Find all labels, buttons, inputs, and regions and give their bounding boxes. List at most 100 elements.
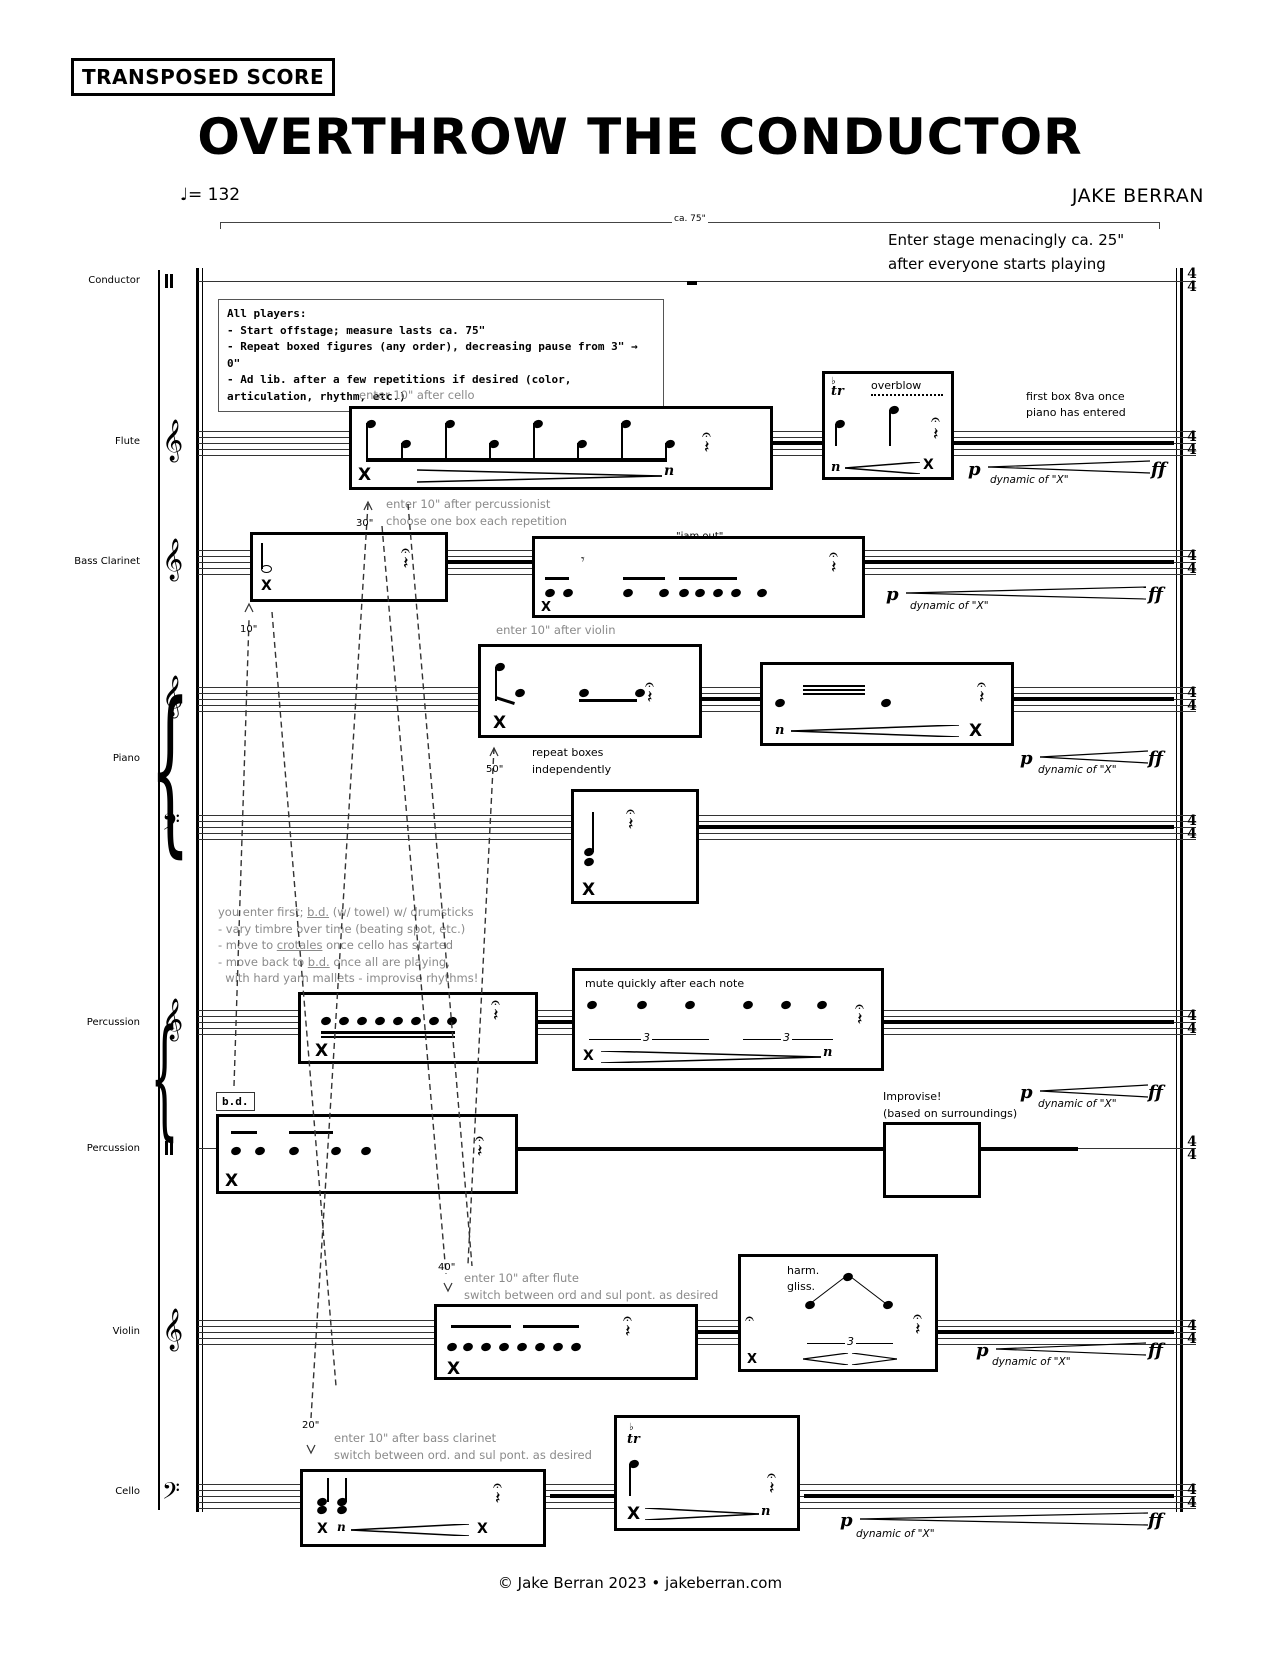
crescendo-hairpin-icon (845, 462, 920, 474)
niente-marking: n (823, 1045, 833, 1060)
cello-cue-line1: enter 10" after bass clarinet (334, 1431, 497, 1445)
dynamic-x-marker: X (923, 457, 934, 473)
crescendo-hairpin-icon (996, 1342, 1146, 1356)
flat-icon: ♭ (831, 376, 836, 387)
instructions-heading: All players: (227, 307, 307, 320)
violin-figure-box-2[interactable]: harm. gliss. 𝄐 3 𝄐 𝄽 X (738, 1254, 938, 1372)
fermata-icon: 𝄐 (767, 1466, 776, 1485)
dynamic-x-marker: X (969, 721, 983, 741)
flute-figure-box-1[interactable]: 𝄐 𝄽 X n (349, 406, 773, 490)
dynamic-p: p (1020, 1082, 1033, 1103)
fermata-icon: 𝄐 (626, 802, 635, 821)
percussion-figure-box-1[interactable]: 𝄐 𝄽 X (298, 992, 538, 1064)
flute-figure-box-2[interactable]: ♭ tr overblow 𝄐 𝄽 n X (822, 371, 954, 480)
instrument-name-bass-clarinet: Bass Clarinet (74, 556, 140, 567)
entry-time-50: 50" (486, 764, 504, 775)
fermata-icon: 𝄐 (491, 993, 500, 1012)
glissando-lines-icon (811, 1276, 886, 1304)
quarter-rest-icon: 𝄽 (625, 1321, 631, 1342)
violin-figure-box-1[interactable]: 𝄐 𝄽 X (434, 1304, 698, 1380)
crescendo-hairpin-icon (1040, 1084, 1148, 1098)
fermata-icon: 𝄐 (855, 997, 864, 1016)
bass-drum-label: b.d. (216, 1092, 255, 1111)
tempo-marking: ♩= 132 (180, 185, 240, 205)
niente-marking: n (831, 460, 841, 475)
percussion-clef-icon-bar (170, 274, 173, 288)
dynamic-x-marker: X (315, 1041, 329, 1061)
treble-clef-icon: 𝄞 (162, 676, 184, 717)
percussion-bd-figure-box[interactable]: 𝄐 𝄽 X (216, 1114, 518, 1194)
percussion-instr-line2: - vary timbre over time (beating spot, e… (218, 921, 466, 936)
quarter-rest-icon: 𝄽 (403, 553, 409, 574)
bass-clarinet-figure-box-2[interactable]: 𝄾 𝄐 𝄽 X (532, 536, 865, 618)
fermata-icon: 𝄐 (702, 425, 711, 444)
instrument-name-percussion-1: Percussion (86, 1017, 140, 1028)
flute-performance-note: first box 8va once piano has entered (1026, 389, 1126, 421)
piano-bass-figure-box[interactable]: 𝄐 𝄽 X (571, 789, 699, 904)
quarter-rest-icon: 𝄽 (857, 1009, 863, 1030)
piano-performance-note: repeat boxes independently (532, 744, 611, 778)
percussion-brace-icon: { (150, 1001, 179, 1153)
percussion-instr-line3: - move to crotales once cello has starte… (218, 938, 454, 952)
fermata-icon: 𝄐 (645, 675, 654, 694)
system-barline-left (158, 270, 160, 1510)
niente-marking: n (775, 723, 785, 738)
all-players-instructions: All players: - Start offstage; measure l… (218, 299, 664, 412)
dynamic-x-marker: X (541, 600, 552, 615)
overblow-label: overblow (871, 379, 922, 392)
quarter-rest-icon: 𝄽 (704, 437, 710, 458)
trill-marking: tr (627, 1432, 640, 1447)
fermata-icon: 𝄐 (623, 1309, 632, 1328)
instrument-name-piano: Piano (112, 753, 140, 764)
score-title: OVERTHROW THE CONDUCTOR (197, 108, 1083, 166)
cello-figure-box-2[interactable]: ♭ tr 𝄐 𝄽 X n (614, 1415, 800, 1531)
dynamic-ff: ff (1151, 459, 1166, 480)
piano-figure-box-2[interactable]: 𝄐 𝄽 n X (760, 662, 1014, 746)
trill-marking: tr (831, 384, 844, 399)
fermata-icon: 𝄐 (931, 410, 940, 429)
repeat-barline-start-thin (202, 268, 203, 1512)
composer-name: JAKE BERRAN (1071, 185, 1204, 207)
crescendo-hairpin-icon (988, 460, 1150, 474)
violin-cue-line2: switch between ord and sul pont. as desi… (464, 1288, 719, 1302)
entry-time-30: 30" (356, 518, 374, 529)
harmonic-glissando-label: harm. gliss. (787, 1263, 819, 1295)
repeat-barline-end (1180, 268, 1183, 1512)
improvise-box[interactable] (883, 1122, 981, 1198)
cello-figure-box-1[interactable]: 𝄐 𝄽 X n X (300, 1469, 546, 1547)
harm-label: harm. (787, 1264, 820, 1277)
tempo-value: = 132 (188, 185, 241, 205)
conductor-note-line2: after everyone starts playing (888, 255, 1106, 273)
percussion-figure-box-2[interactable]: mute quickly after each note 3 3 𝄐 𝄽 X n (572, 968, 884, 1071)
quarter-rest-icon: 𝄽 (769, 1478, 775, 1499)
treble-clef-icon: 𝄞 (162, 420, 184, 461)
niente-marking: n (761, 1504, 771, 1519)
fermata-icon: 𝄐 (745, 1309, 754, 1328)
quarter-rest-icon: 𝄽 (493, 1005, 499, 1026)
quarter-rest-icon: 𝄽 (647, 687, 653, 708)
half-note-icon (261, 565, 272, 573)
piano-note-line1: repeat boxes (532, 746, 604, 759)
instruction-item: - Start offstage; measure lasts ca. 75" (227, 323, 486, 337)
crescendo-decrescendo-hairpin-icon (803, 1353, 897, 1365)
instruction-item: - Ad lib. after a few repetitions if des… (227, 373, 572, 403)
percussion-clef-icon-bar (170, 1141, 173, 1155)
dynamic-p: p (968, 459, 981, 480)
bass-clarinet-figure-box-1[interactable]: X 𝄐 𝄽 (250, 532, 448, 602)
improvise-line2: (based on surroundings) (883, 1107, 1018, 1120)
piano-figure-box-1[interactable]: 𝄐 𝄽 X (478, 644, 702, 738)
fermata-icon: 𝄐 (493, 1476, 502, 1495)
tuplet-number: 3 (781, 1031, 792, 1044)
dynamic-caption: dynamic of "X" (856, 1528, 935, 1540)
bass-clef-icon: 𝄢 (162, 808, 181, 841)
entry-time-20: 20" (302, 1420, 320, 1431)
flute-note-line2: piano has entered (1026, 406, 1126, 419)
staff-percussion-2 (198, 1147, 1196, 1151)
dynamic-x-marker: X (477, 1521, 488, 1537)
violin-cue: enter 10" after flute switch between ord… (464, 1270, 718, 1304)
dynamic-p: p (886, 584, 899, 605)
